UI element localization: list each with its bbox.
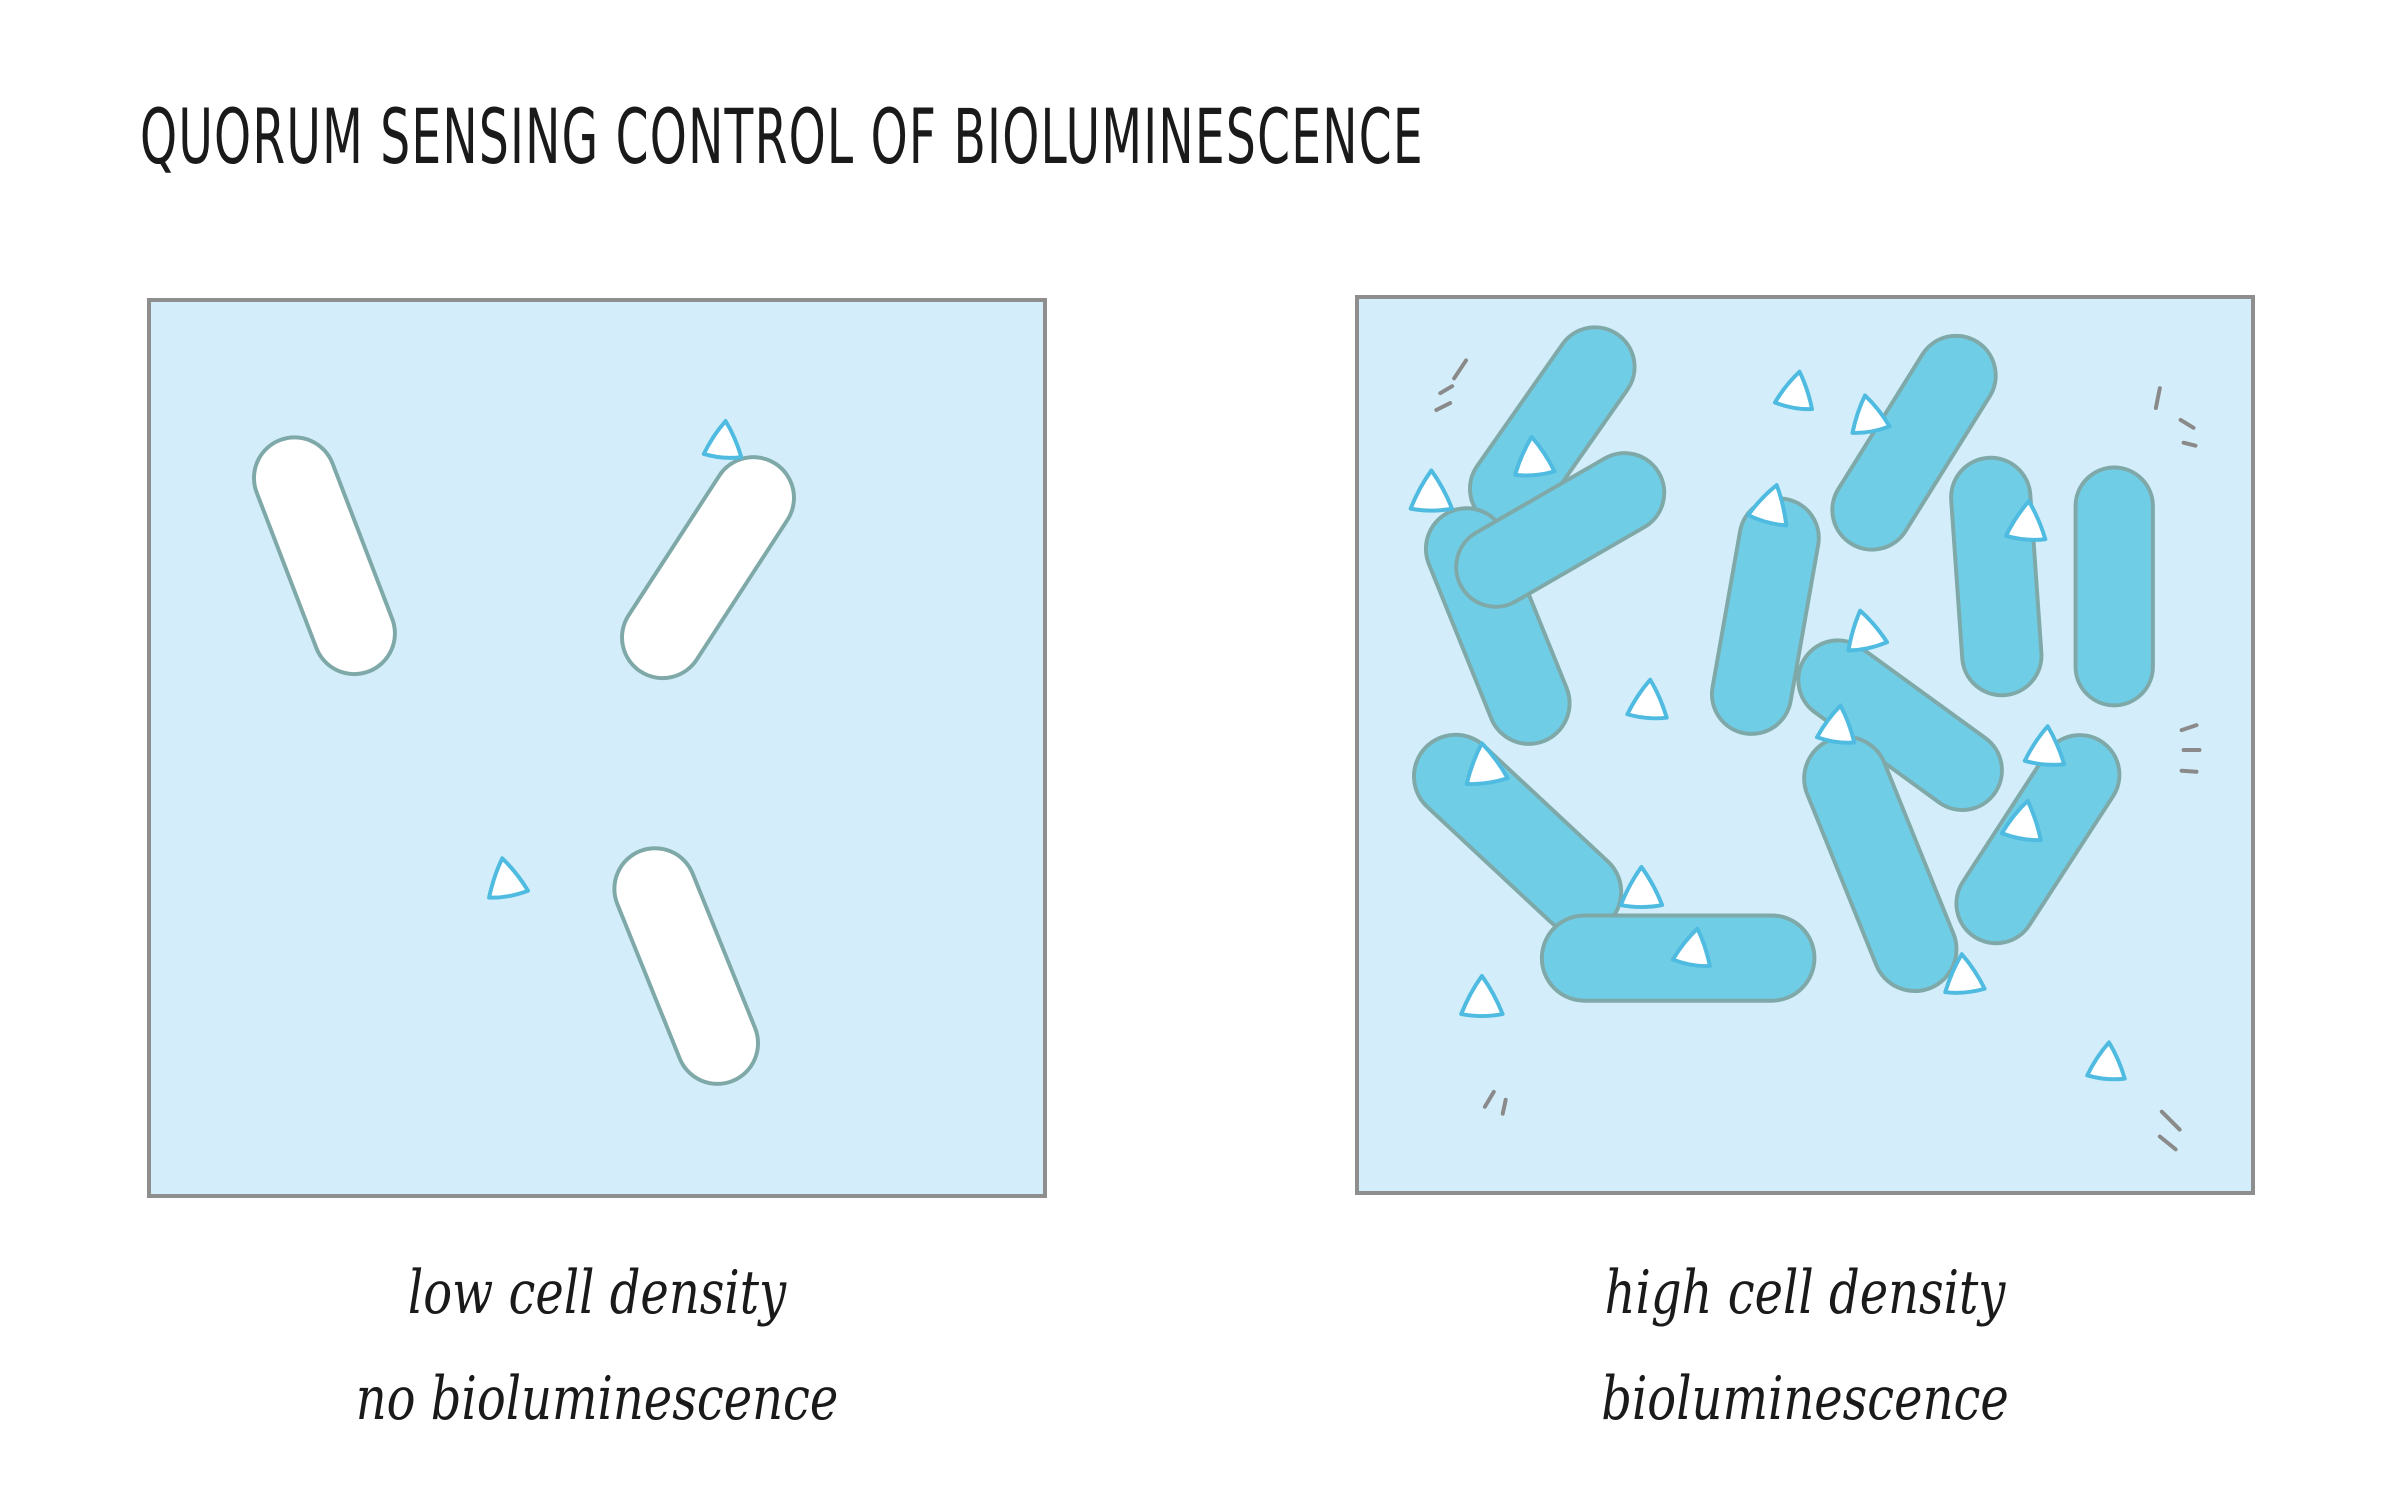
- glow-mark: [2181, 440, 2198, 448]
- signal-molecule: [1815, 703, 1857, 745]
- caption-high-line2: bioluminescence: [1601, 1364, 2009, 1434]
- low-cell-group: [251, 435, 796, 1086]
- signal-molecule: [1408, 468, 1455, 513]
- panel-high-density: [1355, 295, 2255, 1195]
- glow-mark: [2179, 768, 2199, 774]
- caption-high-line1: high cell density: [1604, 1258, 2006, 1328]
- signal-molecule: [1772, 369, 1815, 412]
- signal-molecule: [2003, 499, 2048, 542]
- glow-mark: [1434, 401, 1453, 412]
- signal-molecule: [1513, 434, 1557, 478]
- signal-molecule: [1746, 483, 1789, 528]
- signal-molecule: [1850, 393, 1892, 435]
- luminous-bacterium-cell: [1949, 455, 2044, 698]
- glow-mark: [2159, 1109, 2182, 1132]
- signal-molecule: [487, 856, 530, 900]
- luminous-bacterium-cell: [1454, 451, 1667, 609]
- caption-high-density: high cell density bioluminescence: [1355, 1240, 2255, 1452]
- glow-mark: [2179, 723, 2199, 733]
- caption-low-line2: no bioluminescence: [355, 1364, 839, 1434]
- low-signal-group: [487, 419, 744, 900]
- caption-low-density: low cell density no bioluminescence: [147, 1240, 1047, 1452]
- signal-molecule: [701, 419, 744, 460]
- signal-molecule: [1999, 798, 2043, 843]
- glow-mark-group: [1434, 358, 2202, 1152]
- panel-low-density: [147, 298, 1047, 1198]
- signal-molecule: [1464, 741, 1510, 787]
- glow-mark: [2157, 1134, 2178, 1152]
- signal-molecule: [1459, 973, 1505, 1019]
- glow-mark: [1482, 1089, 1496, 1109]
- diagram-title: QUORUM SENSING CONTROL OF BIOLUMINESCENC…: [140, 92, 1424, 181]
- bacterium-cell: [612, 846, 761, 1086]
- glow-mark: [1438, 384, 1455, 396]
- signal-molecule: [1670, 926, 1712, 969]
- glow-mark: [1452, 358, 1469, 381]
- bacterium-cell: [620, 455, 796, 681]
- low-density-illustration: [251, 419, 796, 1086]
- glow-mark: [2178, 417, 2196, 430]
- signal-molecule: [1618, 864, 1665, 910]
- high-cell-group: [1411, 325, 2155, 1003]
- signal-molecule: [2085, 1040, 2127, 1082]
- luminous-bacterium-cell: [1709, 496, 1821, 736]
- bacterium-cell: [251, 435, 397, 677]
- glow-mark: [2153, 386, 2162, 411]
- signal-molecule: [1625, 677, 1669, 721]
- high-signal-group: [1408, 369, 2127, 1082]
- signal-molecule: [1943, 952, 1987, 995]
- signal-molecule: [2022, 724, 2067, 767]
- high-density-illustration: [1408, 325, 2202, 1152]
- signal-molecule: [1846, 608, 1890, 653]
- luminous-bacterium-cell: [2073, 465, 2155, 708]
- caption-low-line1: low cell density: [407, 1258, 787, 1328]
- glow-mark: [1500, 1097, 1508, 1116]
